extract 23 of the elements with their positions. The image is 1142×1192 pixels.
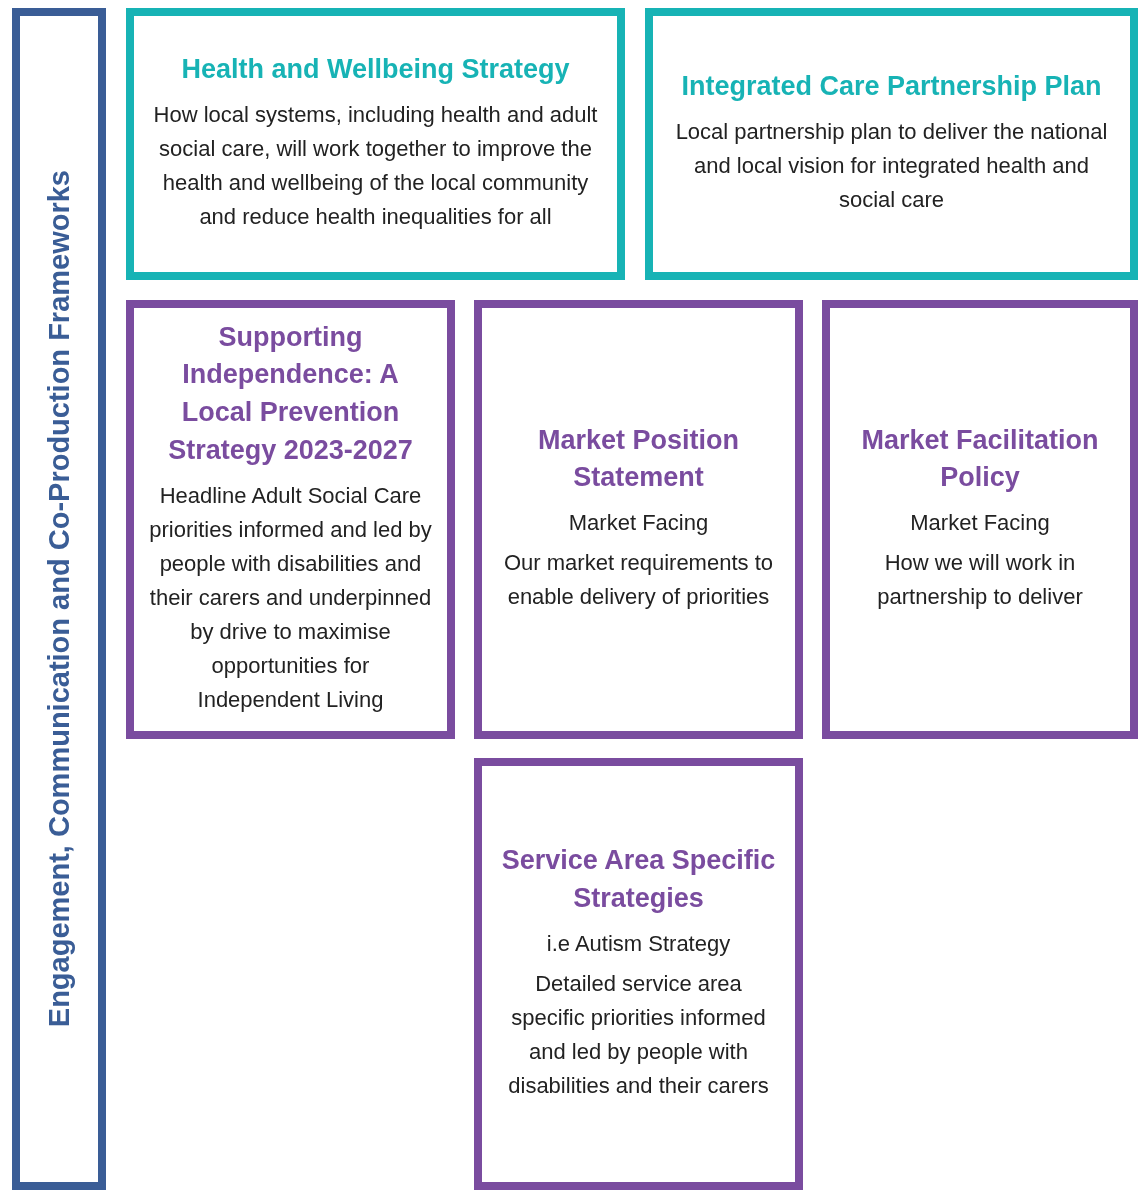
box-heading: Supporting Independence: A Local Prevention Strategy 2023-2027 xyxy=(167,320,414,467)
strategy-box xyxy=(822,300,1138,739)
band-title: Engagement, Communication and Co-Production Frameworks xyxy=(42,170,76,1028)
box-heading: Market Position Statement xyxy=(536,423,740,495)
strategy-box xyxy=(126,8,625,280)
strategy-box xyxy=(126,300,455,739)
box-heading: Integrated Care Partnership Plan xyxy=(681,69,1102,103)
box-description: Market Facing xyxy=(568,509,709,538)
strategy-box xyxy=(474,758,803,1190)
box-description: Our market requirements to enable delivery of priorities xyxy=(503,549,774,612)
box-heading: Health and Wellbeing Strategy xyxy=(181,52,570,86)
box-description: Local partnership plan to deliver the national and local vision for integrated health and social care xyxy=(674,117,1109,214)
box-description: i.e Autism Strategy xyxy=(546,929,731,958)
box-heading: Service Area Specific Strategies xyxy=(500,843,777,915)
strategy-box xyxy=(645,8,1138,280)
side-band xyxy=(12,8,106,1190)
box-description: Detailed service area specific priorities informed and led by people with disabilities and their carers xyxy=(507,969,770,1100)
box-description: Market Facing xyxy=(910,509,1050,538)
strategy-box xyxy=(474,300,803,739)
box-description: How local systems, including health and adult social care, will work together to improve the health and wellbeing of the local community and reduce health inequalities for all xyxy=(152,100,599,231)
box-heading: Market Facilitation Policy xyxy=(860,423,1100,495)
box-description: Headline Adult Social Care priorities informed and led by people with disabilities and their carers and underpinned by drive to maximise opportunities for Independent Living xyxy=(148,481,433,715)
box-description: How we will work in partnership to deliver xyxy=(876,549,1084,612)
